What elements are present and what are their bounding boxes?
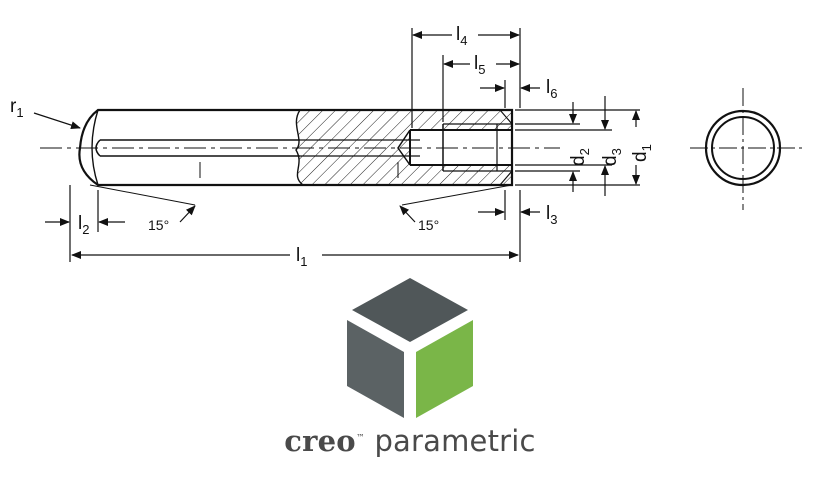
label-l1: l1 [296, 245, 307, 269]
label-l2: l2 [78, 213, 89, 237]
label-angle-right: 15° [418, 217, 439, 233]
bore-cutout [410, 130, 512, 165]
label-l6: l6 [546, 77, 557, 101]
label-d3: d3 [600, 148, 624, 166]
brand-word-creo: creo [284, 424, 356, 458]
brand-wordmark: creo™ parametric [280, 424, 540, 458]
label-l3: l3 [546, 203, 557, 227]
dimensions [33, 28, 640, 262]
label-l5: l5 [474, 53, 485, 77]
brand-word-parametric: parametric [374, 424, 536, 458]
label-d1: d1 [630, 144, 654, 162]
brand-tm: ™ [355, 433, 366, 444]
pin-end-view [690, 88, 805, 210]
creo-logo [335, 276, 485, 426]
dimension-labels: r1 l1 l2 l3 l4 l5 l6 15° 15° d2 d3 d1 [10, 24, 654, 269]
creo-cube-icon [347, 278, 473, 418]
label-r1: r1 [10, 96, 24, 120]
label-d2: d2 [568, 148, 592, 166]
label-l4: l4 [456, 24, 467, 48]
section-break [295, 109, 304, 186]
label-angle-left: 15° [148, 217, 169, 233]
pin-side-view [40, 108, 560, 206]
